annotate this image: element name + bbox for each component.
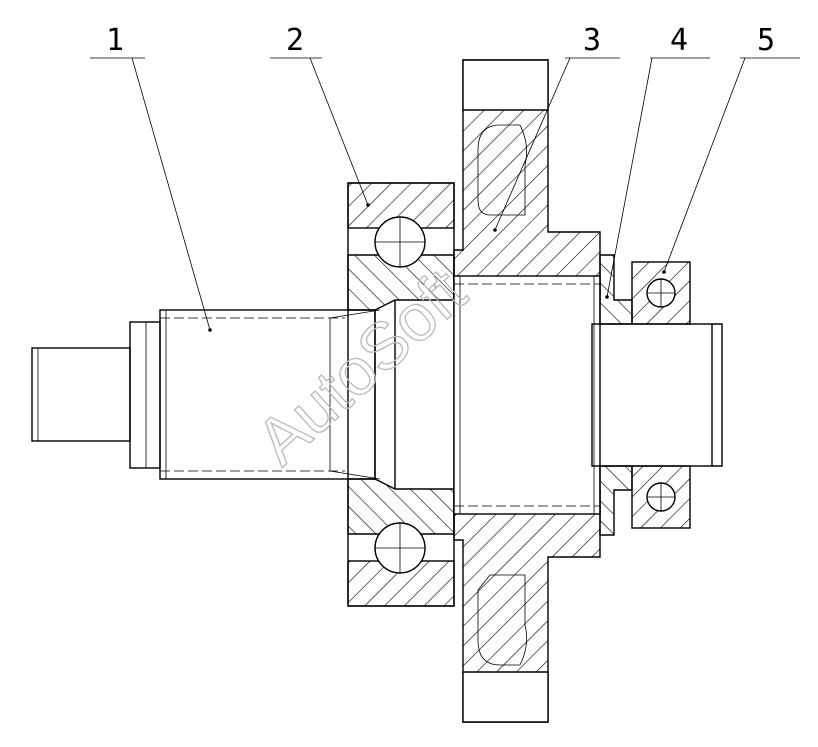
- callout-4: 4: [605, 23, 710, 299]
- callout-3: 3: [493, 23, 620, 232]
- callout-2: 2: [270, 23, 370, 207]
- callout-3-label: 3: [583, 23, 601, 58]
- shaft-part: [31, 300, 396, 489]
- small-bearing-part: [631, 261, 691, 529]
- callout-2-label: 2: [286, 23, 304, 58]
- callout-4-label: 4: [670, 23, 688, 58]
- callout-1-label: 1: [106, 23, 124, 58]
- large-bearing-part: [347, 182, 455, 607]
- callout-5: 5: [662, 23, 800, 274]
- callout-5-label: 5: [757, 23, 775, 58]
- callout-1: 1: [90, 23, 212, 332]
- hub-flange-part: [453, 59, 601, 723]
